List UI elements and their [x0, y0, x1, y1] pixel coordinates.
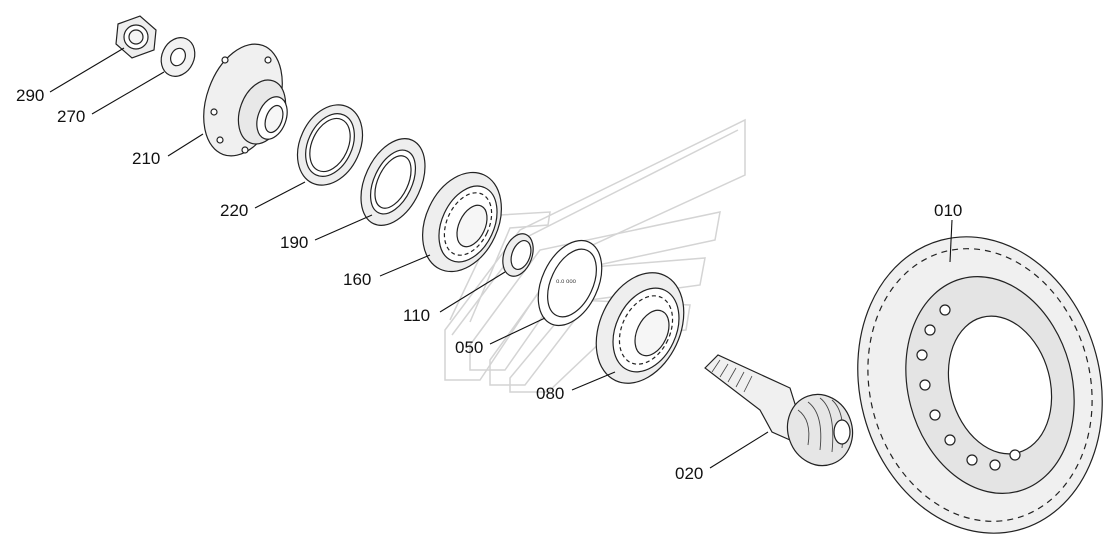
bearing-160-icon [422, 171, 502, 273]
label-080: 080 [536, 384, 564, 403]
shim-050-icon: o.o ooo [537, 239, 603, 327]
washer-270-icon [160, 37, 196, 77]
label-050: 050 [455, 338, 483, 357]
flange-210-icon [203, 43, 288, 157]
label-270: 270 [57, 107, 85, 126]
bearing-080-icon [595, 272, 685, 384]
label-160: 160 [343, 270, 371, 289]
part-labels: 290 270 210 220 190 160 110 050 080 020 … [16, 86, 962, 483]
label-010: 010 [934, 201, 962, 220]
label-020: 020 [675, 464, 703, 483]
ring-gear-010-icon [857, 236, 1103, 534]
pinion-020-icon [704, 354, 854, 467]
nut-290-icon [115, 15, 157, 59]
svg-text:o.o ooo: o.o ooo [556, 279, 577, 285]
seal-220-icon [296, 104, 364, 186]
spacer-110-icon [502, 233, 534, 277]
label-110: 110 [403, 306, 430, 325]
label-290: 290 [16, 86, 44, 105]
race-190-icon [360, 138, 426, 226]
label-210: 210 [132, 149, 160, 168]
label-190: 190 [280, 233, 308, 252]
label-220: 220 [220, 201, 248, 220]
leader-lines [49, 47, 953, 469]
